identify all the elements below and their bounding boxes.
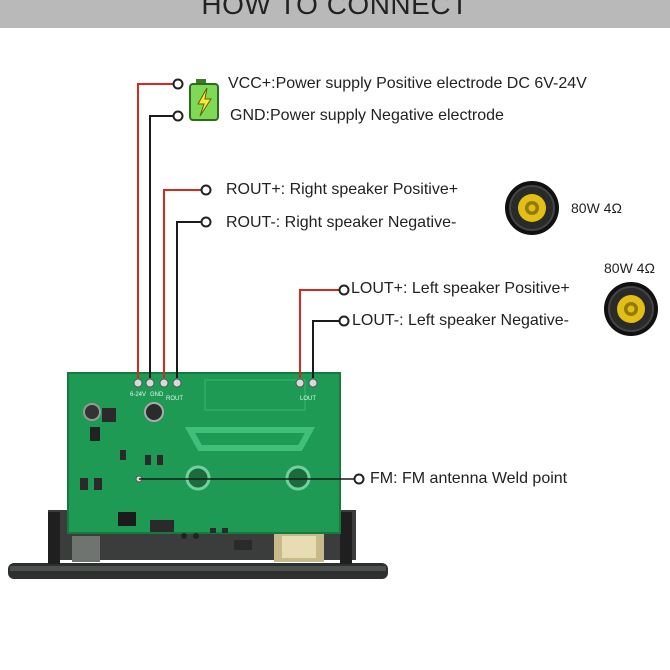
- wire-rout-pos: [163, 189, 203, 378]
- module-housing: [8, 510, 388, 579]
- speaker-icon: [604, 282, 658, 336]
- wire-lout-pos: [299, 289, 341, 378]
- pin-label-gnd: GND: [150, 392, 164, 398]
- label-gnd: GND:Power supply Negative electrode: [230, 107, 504, 124]
- label-fm-antenna: FM: FM antenna Weld point: [370, 470, 568, 487]
- left-speaker-rating: 80W 4Ω: [604, 260, 655, 276]
- label-lout-positive: LOUT+: Left speaker Positive+: [351, 280, 570, 297]
- speaker-icon: [505, 181, 559, 235]
- pin-label-rout: ROUT: [166, 396, 183, 402]
- pcb-board: 6-24V GND ROUT LOUT: [67, 372, 341, 550]
- label-lout-negative: LOUT-: Left speaker Negative-: [352, 312, 569, 329]
- pin-label-vcc: 6-24V: [130, 392, 146, 398]
- pin-label-lout: LOUT: [300, 396, 316, 402]
- terminal-rout-pos: [200, 184, 212, 196]
- label-rout-negative: ROUT-: Right speaker Negative-: [226, 214, 457, 231]
- terminal-lout-neg: [338, 315, 350, 327]
- label-vcc: VCC+:Power supply Positive electrode DC …: [228, 75, 587, 92]
- terminal-fm: [353, 473, 365, 485]
- terminal-gnd: [172, 110, 184, 122]
- terminal-rout-neg: [200, 216, 212, 228]
- terminal-lout-pos: [338, 284, 350, 296]
- header-bar: HOW TO CONNECT: [0, 0, 670, 28]
- wires: [137, 83, 357, 480]
- wire-rout-neg: [176, 221, 203, 378]
- wire-gnd: [149, 115, 175, 378]
- right-speaker-rating: 80W 4Ω: [571, 200, 622, 216]
- terminal-vcc: [172, 78, 184, 90]
- battery-icon: [189, 79, 219, 121]
- wire-vcc: [137, 83, 175, 378]
- header-title: HOW TO CONNECT: [201, 0, 469, 20]
- label-rout-positive: ROUT+: Right speaker Positive+: [226, 181, 459, 198]
- wire-lout-neg: [312, 320, 341, 378]
